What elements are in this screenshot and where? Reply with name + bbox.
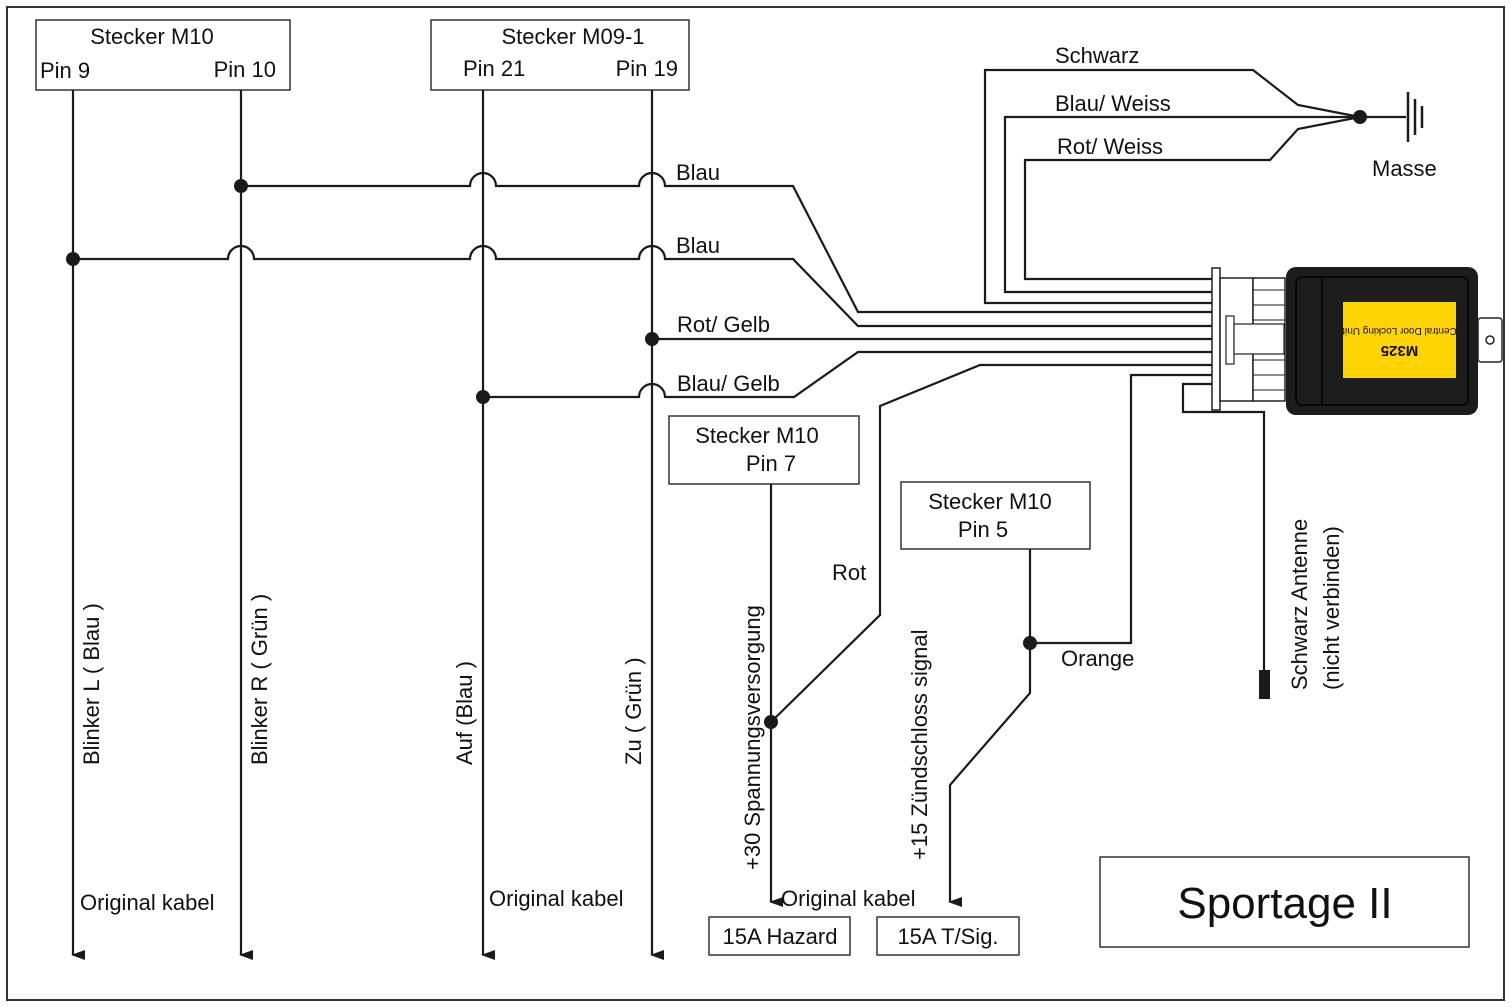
label-rot: Rot	[832, 560, 866, 585]
wire-blau-weiss	[1003, 115, 1360, 294]
label-fuse-hazard: 15A Hazard	[723, 924, 838, 949]
label-fuse-tsig: 15A T/Sig.	[897, 924, 998, 949]
fuse-box-hazard	[708, 916, 851, 956]
label-blau-2: Blau	[676, 233, 720, 258]
antenna-tip	[1259, 670, 1270, 699]
label-blau-1: Blau	[676, 160, 720, 185]
ground-icon	[1406, 92, 1424, 142]
label-zu: Zu ( Grün )	[621, 657, 646, 765]
label-schwarz: Schwarz	[1055, 43, 1139, 68]
wire-orange	[1030, 373, 1212, 645]
wire-blau-gelb	[483, 350, 1212, 399]
junction-dot	[234, 179, 248, 193]
unit-model: M325	[1381, 342, 1419, 359]
wire-rot-weiss	[1023, 115, 1361, 281]
junction-dot	[476, 390, 490, 404]
unit-label	[1343, 302, 1456, 378]
label-orange: Orange	[1061, 646, 1134, 671]
wire-blau-2	[73, 244, 1212, 328]
connector-m10-title: Stecker M10	[90, 24, 214, 49]
connector-m09-pin19: Pin 19	[616, 56, 678, 81]
label-antenne-2: (nicht verbinden)	[1319, 526, 1344, 690]
connector-m10-pin9: Pin 9	[40, 58, 90, 83]
wire-blau-1	[241, 171, 1212, 314]
wire-antenne	[1181, 382, 1266, 672]
junction-dot	[1353, 110, 1367, 124]
connector-pin5-title: Stecker M10	[928, 489, 1052, 514]
label-rot-weiss: Rot/ Weiss	[1057, 134, 1163, 159]
label-original-kabel: Original kabel	[489, 886, 624, 911]
connector-m10-pin10: Pin 10	[214, 57, 276, 82]
outer-frame	[6, 6, 1505, 1001]
wire-pin5	[948, 549, 1032, 907]
connector-pin7-title: Stecker M10	[695, 423, 819, 448]
label-auf: Auf (Blau )	[452, 661, 477, 765]
unit-desc: Central Door Locking Unit	[1342, 325, 1457, 336]
junction-dot	[1023, 636, 1037, 650]
label-blau-gelb: Blau/ Gelb	[677, 371, 780, 396]
title-box	[1099, 856, 1470, 948]
connector-m09-pin21: Pin 21	[463, 56, 525, 81]
label-antenne-1: Schwarz Antenne	[1287, 519, 1312, 690]
junction-dot	[645, 332, 659, 346]
label-spannung: +30 Spannungsversorgung	[740, 605, 765, 870]
wire-rot	[770, 363, 1212, 723]
connector-box-m09	[430, 19, 690, 91]
label-original-kabel: Original kabel	[80, 890, 215, 915]
label-blinker-l: Blinker L ( Blau )	[79, 603, 104, 765]
connector-box-m10-pin5	[900, 481, 1091, 550]
diagram-title: Sportage II	[1177, 879, 1392, 928]
label-blinker-r: Blinker R ( Grün )	[247, 594, 272, 765]
central-locking-unit: M325 Central Door Locking Unit	[1211, 267, 1503, 415]
junction-dot	[764, 715, 778, 729]
label-masse: Masse	[1372, 156, 1437, 181]
connector-m09-title: Stecker M09-1	[501, 24, 644, 49]
label-zuend: +15 Zündschloss signal	[907, 629, 932, 860]
junction-dot	[66, 252, 80, 266]
label-rot-gelb: Rot/ Gelb	[677, 312, 770, 337]
connector-pin7-pin: Pin 7	[746, 451, 796, 476]
connector-box-m10	[35, 19, 291, 91]
wire-schwarz	[983, 68, 1361, 305]
label-original-kabel: Original kabel	[781, 886, 916, 911]
label-blau-weiss: Blau/ Weiss	[1055, 91, 1171, 116]
fuse-box-tsig	[876, 916, 1020, 956]
connector-pin5-pin: Pin 5	[958, 517, 1008, 542]
connector-box-m10-pin7	[668, 415, 860, 485]
